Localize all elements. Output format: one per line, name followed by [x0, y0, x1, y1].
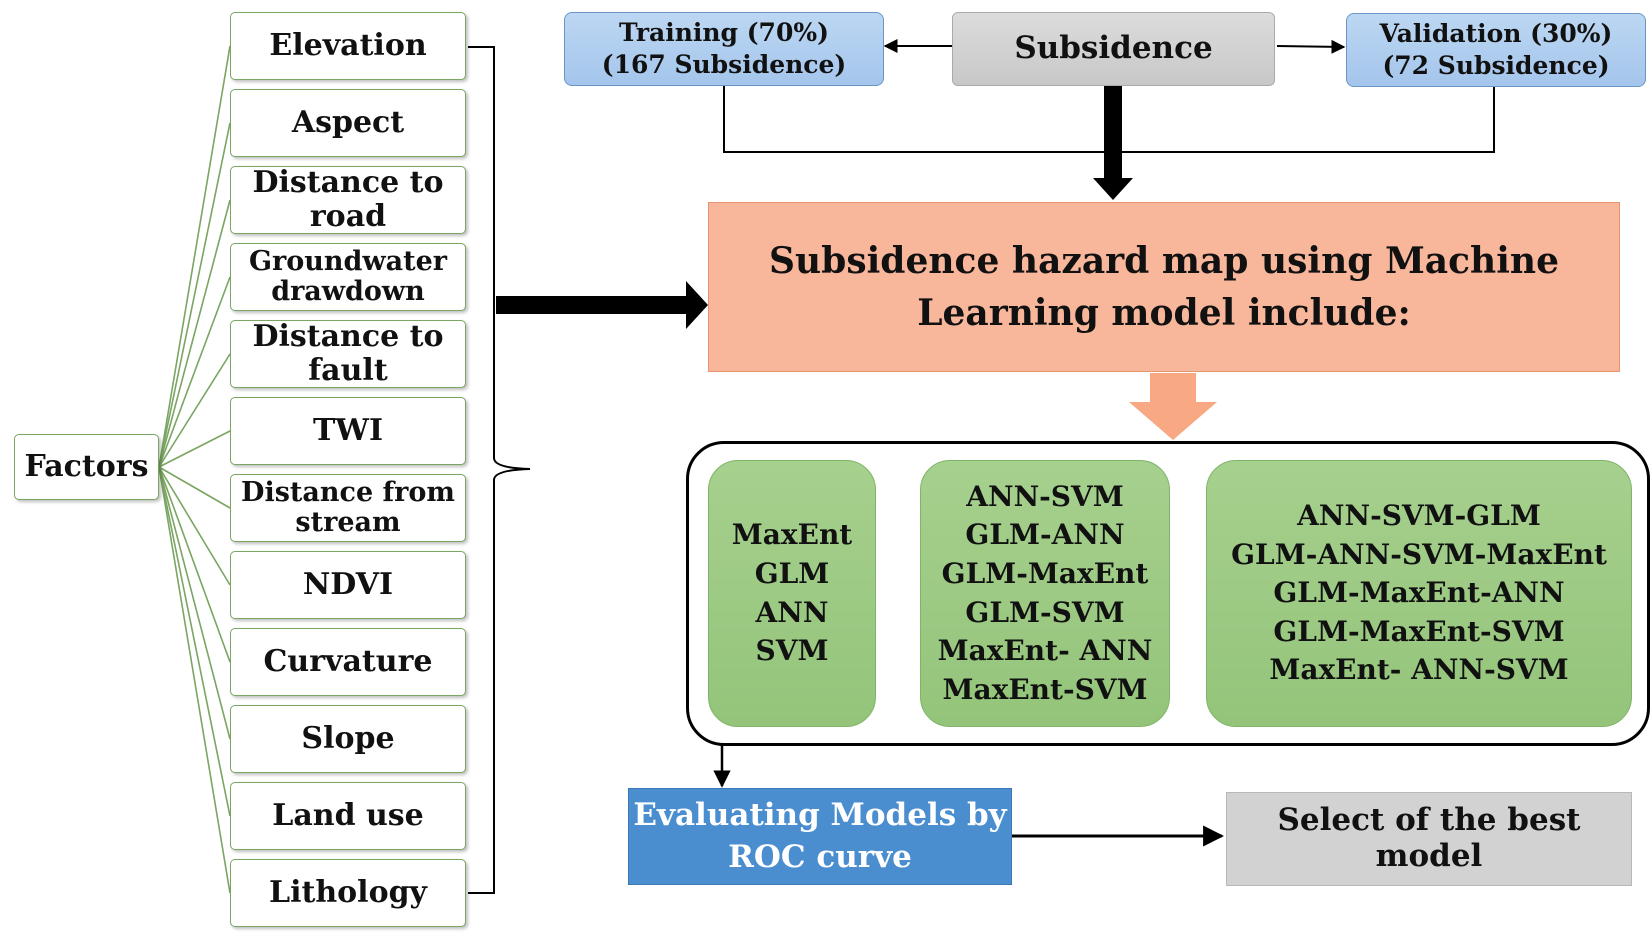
model-name: GLM-MaxEnt-ANN — [1273, 576, 1565, 610]
factor-box: Distance to fault — [230, 318, 466, 388]
factor-connector-line — [158, 466, 231, 663]
validation-line2: (72 Subsidence) — [1382, 51, 1610, 80]
model-name: ANN-SVM-GLM — [1297, 498, 1541, 532]
factor-connector-line — [158, 199, 231, 468]
training-box: Training (70%) (167 Subsidence) — [564, 12, 884, 86]
best-model-label: Select of the best model — [1277, 802, 1581, 874]
subsidence-box: Subsidence — [952, 12, 1275, 86]
subsidence-to-hazard-arrow — [1093, 86, 1133, 200]
factor-label: Curvature — [263, 643, 433, 679]
factor-connector-line — [158, 122, 231, 468]
evaluation-box: Evaluating Models by ROC curve — [628, 788, 1012, 885]
factor-connector-line — [158, 353, 231, 468]
factor-label: Groundwater — [248, 246, 448, 278]
factor-label: drawdown — [271, 276, 425, 307]
factor-connector-lines — [158, 45, 231, 894]
factors-root-box: Factors — [14, 434, 159, 500]
model-name: MaxEnt-SVM — [942, 672, 1148, 706]
evaluation-line2: ROC curve — [728, 838, 912, 875]
validation-box: Validation (30%) (72 Subsidence) — [1346, 13, 1646, 87]
model-name: GLM-ANN — [965, 518, 1125, 552]
subsidence-to-validation-arrow — [1276, 39, 1346, 54]
factor-connector-line — [158, 466, 231, 509]
factor-label: TWI — [312, 412, 384, 448]
evaluation-line1: Evaluating Models by — [633, 796, 1007, 833]
factor-label: Distance to road — [252, 164, 444, 234]
model-name: ANN-SVM — [966, 479, 1124, 513]
factor-connector-line — [158, 430, 231, 468]
factor-connector-line — [158, 466, 231, 586]
model-name: GLM-MaxEnt-SVM — [1273, 614, 1565, 648]
model-name: MaxEnt — [731, 518, 853, 552]
subsidence-label: Subsidence — [1014, 30, 1213, 67]
factor-label: Lithology — [269, 874, 427, 910]
factor-connector-line — [158, 276, 231, 468]
factor-box: Slope — [230, 705, 466, 773]
factor-box: NDVI — [230, 551, 466, 619]
factor-connector-line — [158, 466, 231, 894]
factor-label: Slope — [301, 720, 395, 756]
hazard-map-box: Subsidence hazard map using Machine Lear… — [708, 202, 1620, 372]
factor-label: Elevation — [269, 27, 427, 63]
factor-label: Aspect — [291, 104, 405, 140]
best-model-box: Select of the best model — [1226, 792, 1632, 886]
factor-label: NDVI — [302, 566, 394, 602]
model-name: GLM-ANN-SVM-MaxEnt — [1231, 537, 1607, 571]
factor-box: Lithology — [230, 859, 466, 927]
factor-group-brace — [468, 46, 531, 894]
factor-box: TWI — [230, 397, 466, 465]
factor-label: stream — [295, 507, 401, 538]
factor-label: Land use — [272, 797, 424, 833]
model-name: GLM — [754, 556, 830, 590]
model-name: SVM — [755, 634, 829, 668]
factor-connector-line — [158, 466, 231, 817]
hazard-to-models-arrow — [1129, 373, 1217, 440]
model-name: MaxEnt- ANN — [937, 634, 1153, 668]
factor-box: Aspect — [230, 89, 466, 157]
factors-to-hazard-arrow — [496, 281, 708, 329]
model-name: GLM-MaxEnt — [941, 556, 1149, 590]
factor-connector-line — [158, 466, 231, 740]
factors-label: Factors — [24, 448, 149, 484]
factor-box: Land use — [230, 782, 466, 850]
hazard-map-line2: Learning model include: — [917, 292, 1411, 334]
model-name: ANN — [755, 595, 829, 629]
validation-line1: Validation (30%) — [1379, 18, 1613, 48]
model-name: GLM-SVM — [965, 595, 1125, 629]
factor-label: Distance from — [241, 477, 455, 509]
factor-label: Distance to fault — [252, 318, 444, 388]
factor-box: Distance to road — [230, 164, 466, 234]
hazard-map-line1: Subsidence hazard map using Machine — [769, 239, 1559, 282]
training-line1: Training (70%) — [619, 17, 829, 47]
model-name: MaxEnt- ANN-SVM — [1269, 653, 1569, 687]
training-line2: (167 Subsidence) — [601, 50, 847, 79]
factor-box: Curvature — [230, 628, 466, 696]
factor-connector-line — [158, 45, 231, 468]
factor-box: Elevation — [230, 12, 466, 80]
